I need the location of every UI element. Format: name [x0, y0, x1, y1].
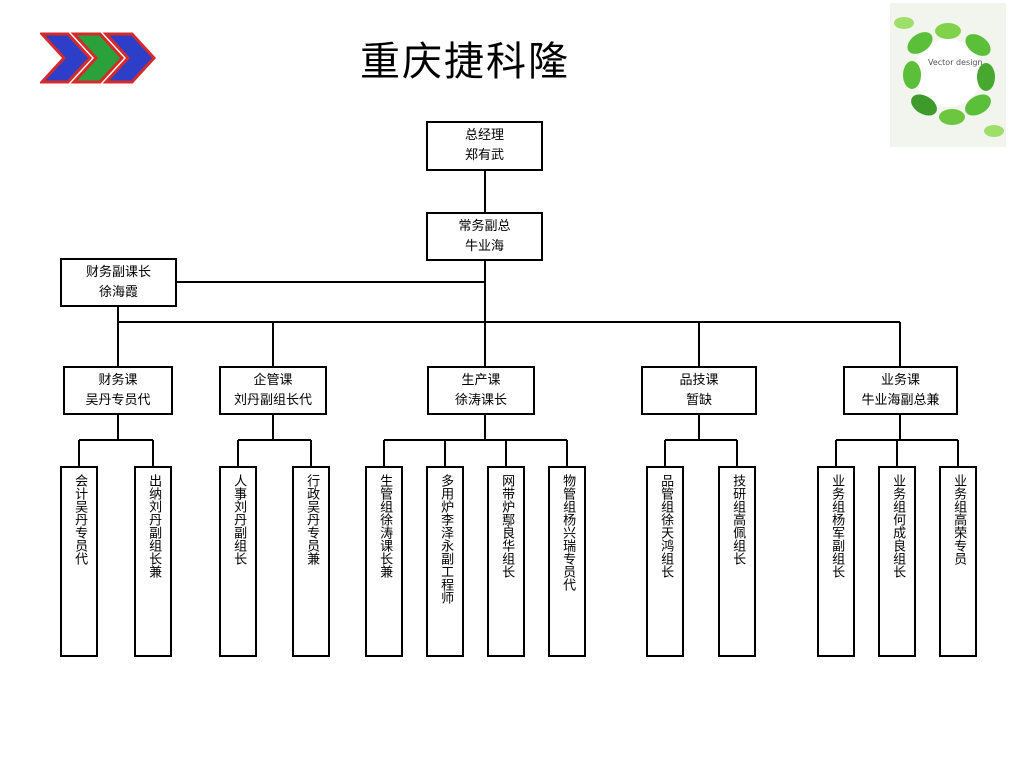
unit-box: 人事刘丹副组长 — [219, 466, 257, 657]
unit-box: 生管组徐涛课长兼 — [365, 466, 403, 657]
dept-box: 业务课 牛业海副总兼 — [843, 366, 958, 415]
dept-name: 牛业海副总兼 — [861, 392, 940, 408]
leaf-wreath-icon — [894, 17, 1004, 137]
finance-deputy-role: 财务副课长 — [85, 264, 151, 280]
unit-box: 品管组徐天鸿组长 — [646, 466, 684, 657]
dept-box: 品技课 暂缺 — [641, 366, 757, 415]
page-title: 重庆捷科隆 — [360, 39, 570, 85]
dept-box: 财务课 吴丹专员代 — [63, 366, 173, 415]
unit-box: 业务组何成良组长 — [878, 466, 916, 657]
dept-box: 生产课 徐涛课长 — [427, 366, 535, 415]
dept-name: 暂缺 — [685, 392, 712, 408]
unit-box: 会计吴丹专员代 — [60, 466, 98, 657]
chevron-arrows-icon — [40, 32, 157, 84]
dept-role: 财务课 — [98, 372, 138, 388]
dept-role: 品技课 — [679, 372, 719, 388]
unit-box: 物管组杨兴瑞专员代 — [548, 466, 586, 657]
dept-role: 业务课 — [880, 372, 920, 388]
unit-box: 出纳刘丹副组长兼 — [134, 466, 172, 657]
logo-text: Vector design — [928, 58, 983, 67]
dept-name: 刘丹副组长代 — [233, 392, 312, 408]
unit-box: 多用炉李泽永副工程师 — [426, 466, 464, 657]
unit-box: 技研组高佩组长 — [718, 466, 756, 657]
finance-deputy-name: 徐海霞 — [98, 284, 138, 300]
dept-role: 企管课 — [253, 372, 293, 388]
unit-box: 网带炉鄢良华组长 — [487, 466, 525, 657]
deputy-box: 常务副总 牛业海 — [426, 212, 543, 261]
gm-box: 总经理 郑有武 — [426, 121, 543, 171]
dept-box: 企管课 刘丹副组长代 — [219, 366, 327, 415]
vector-design-logo: Vector design — [890, 3, 1006, 147]
dept-role: 生产课 — [461, 372, 501, 388]
deputy-name: 牛业海 — [464, 238, 504, 254]
gm-role: 总经理 — [464, 128, 504, 143]
gm-name: 郑有武 — [464, 148, 504, 163]
dept-name: 吴丹专员代 — [85, 392, 151, 408]
unit-box: 业务组高荣专员 — [939, 466, 977, 657]
finance-deputy-box: 财务副课长 徐海霞 — [60, 258, 177, 307]
unit-box: 行政吴丹专员兼 — [292, 466, 330, 657]
dept-name: 徐涛课长 — [454, 392, 507, 408]
unit-box: 业务组杨军副组长 — [817, 466, 855, 657]
deputy-role: 常务副总 — [458, 218, 511, 234]
